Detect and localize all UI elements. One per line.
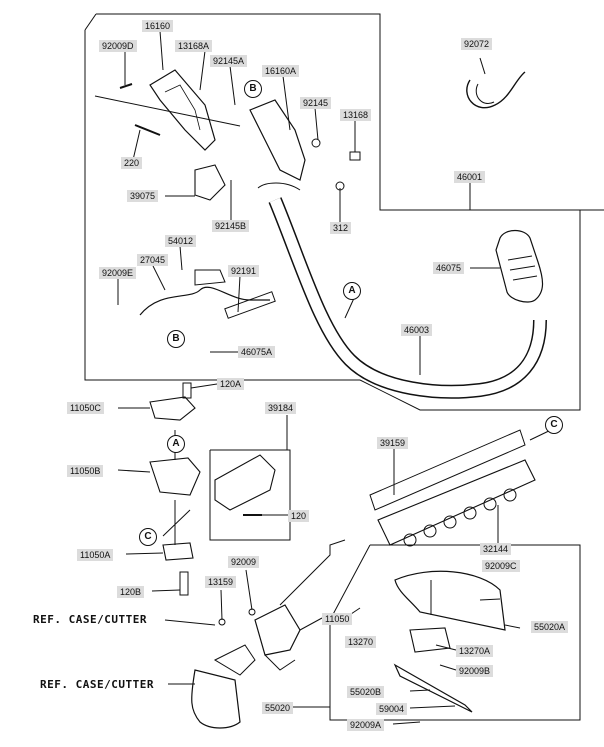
label-55020: 55020 [262, 702, 294, 714]
label-46075A: 46075A [238, 346, 276, 358]
screw-92145 [311, 138, 321, 148]
label-16160A: 16160A [262, 65, 300, 77]
label-11050: 11050 [322, 613, 353, 625]
callout-a-clamp: A [167, 435, 185, 453]
tube-39159 [369, 429, 526, 511]
callout-b-lower: B [167, 330, 185, 348]
callout-b-upper: B [244, 80, 262, 98]
grip-46075 [495, 229, 544, 303]
label-92072: 92072 [461, 38, 493, 50]
screw-92009 [248, 608, 256, 616]
trigger-39075 [194, 164, 226, 201]
ref-case-cutter-lower: REF. CASE/CUTTER [40, 678, 154, 691]
callout-c-clamp: C [139, 528, 157, 546]
frame-shaft-group [359, 210, 581, 411]
frame-39184 [209, 449, 291, 541]
handle-16160A [249, 99, 306, 181]
label-92009: 92009 [228, 556, 260, 568]
label-55020A: 55020A [531, 621, 569, 633]
frame-head-group [329, 544, 581, 721]
label-46001: 46001 [454, 171, 486, 183]
label-120B: 120B [117, 586, 145, 598]
plate-13270 [409, 627, 451, 653]
clamp-11050B [149, 457, 201, 496]
label-27045: 27045 [137, 254, 169, 266]
label-13270A: 13270A [456, 645, 494, 657]
guard-39184 [214, 454, 276, 511]
gearcase-11050 [254, 604, 301, 656]
guard-55020A [394, 570, 506, 631]
bearing-32144 [377, 459, 536, 546]
label-59004: 59004 [376, 703, 408, 715]
label-11050C: 11050C [67, 402, 104, 414]
screw-92009D [119, 83, 133, 89]
label-92145: 92145 [300, 97, 332, 109]
bolt-120A [182, 382, 192, 399]
callout-c-tube: C [545, 416, 563, 434]
label-220: 220 [121, 157, 143, 169]
label-312: 312 [330, 222, 352, 234]
bolt-120B [179, 571, 189, 596]
handle-16160 [149, 69, 216, 151]
label-11050B: 11050B [67, 465, 104, 477]
clamp-11050C [149, 396, 196, 421]
blade-55020B [393, 663, 473, 713]
cutter-case [191, 669, 241, 729]
label-92191: 92191 [228, 265, 260, 277]
label-92009B: 92009B [456, 665, 494, 677]
tie-92072 [466, 71, 526, 109]
label-39184: 39184 [265, 402, 297, 414]
label-92145A: 92145A [210, 55, 248, 67]
label-39075: 39075 [127, 190, 159, 202]
frame-top-group [96, 13, 604, 211]
label-16160: 16160 [142, 20, 174, 32]
label-92009A: 92009A [347, 719, 385, 731]
label-120: 120 [288, 510, 310, 522]
label-54012: 54012 [165, 235, 197, 247]
clamp-11050A [162, 542, 194, 561]
nut-312 [335, 181, 345, 191]
label-39159: 39159 [377, 437, 409, 449]
label-11050A: 11050A [77, 549, 114, 561]
label-120A: 120A [217, 378, 245, 390]
spring-54012 [194, 269, 226, 286]
label-92009D: 92009D [99, 40, 137, 52]
label-13270: 13270 [345, 636, 377, 648]
callout-a-shaft: A [343, 282, 361, 300]
label-13159: 13159 [205, 576, 237, 588]
label-92009E: 92009E [99, 267, 137, 279]
label-92009C: 92009C [482, 560, 520, 572]
label-46075: 46075 [433, 262, 465, 274]
nut-13168 [349, 151, 361, 161]
bolt-220 [134, 124, 161, 136]
label-13168: 13168 [340, 109, 372, 121]
cable-27045 [139, 286, 270, 316]
label-13168A: 13168A [175, 40, 213, 52]
ref-case-cutter-upper: REF. CASE/CUTTER [33, 613, 147, 626]
label-32144: 32144 [480, 543, 512, 555]
screw-13159 [218, 618, 226, 626]
label-92145B: 92145B [212, 220, 250, 232]
sleeve-92191 [224, 291, 276, 319]
label-46003: 46003 [401, 324, 433, 336]
label-55020B: 55020B [347, 686, 385, 698]
